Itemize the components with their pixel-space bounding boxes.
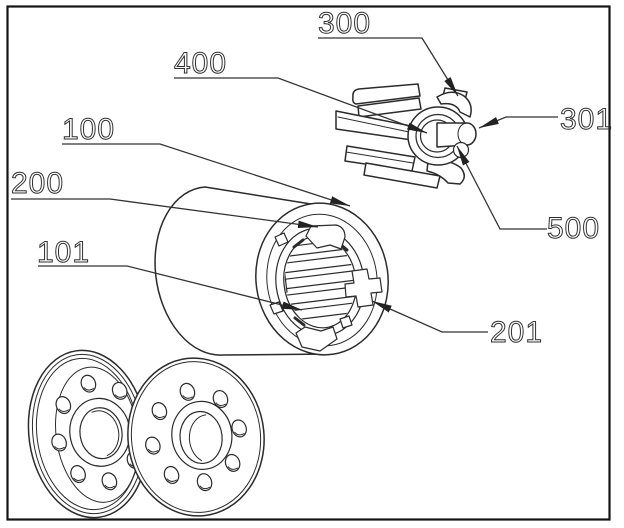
callout-label-100: 100 — [62, 113, 115, 146]
callout-label-200: 200 — [11, 167, 64, 200]
leader-201 — [371, 300, 488, 333]
figure-border — [6, 5, 611, 521]
rotor-assembly — [335, 83, 477, 189]
sleeve-castellation-tabs — [269, 224, 353, 352]
callout-label-101: 101 — [37, 236, 90, 269]
leader-300 — [318, 37, 459, 97]
housing-assembly — [154, 186, 389, 356]
callout-label-400: 400 — [174, 47, 227, 80]
callout-labels: 100 200 101 400 300 301 500 201 — [11, 7, 613, 350]
callout-label-500: 500 — [547, 212, 600, 245]
callout-label-201: 201 — [490, 316, 543, 349]
callout-label-300: 300 — [318, 7, 371, 40]
end-plates — [27, 349, 265, 519]
magnet-wedge-mark — [293, 316, 306, 327]
leader-101 — [38, 265, 303, 311]
shaft-pin — [452, 141, 470, 159]
end-plate-right — [127, 357, 265, 517]
magnet-wedge-mark — [292, 238, 305, 249]
callout-label-301: 301 — [560, 103, 613, 136]
leader-100 — [62, 143, 351, 207]
callout-leaders — [11, 37, 558, 333]
housing-face-inner-edge — [266, 213, 378, 347]
leader-400 — [174, 77, 428, 134]
leader-301 — [478, 116, 558, 129]
leader-200 — [11, 198, 319, 228]
leader-500 — [456, 145, 547, 230]
end-plate-left — [27, 349, 150, 519]
